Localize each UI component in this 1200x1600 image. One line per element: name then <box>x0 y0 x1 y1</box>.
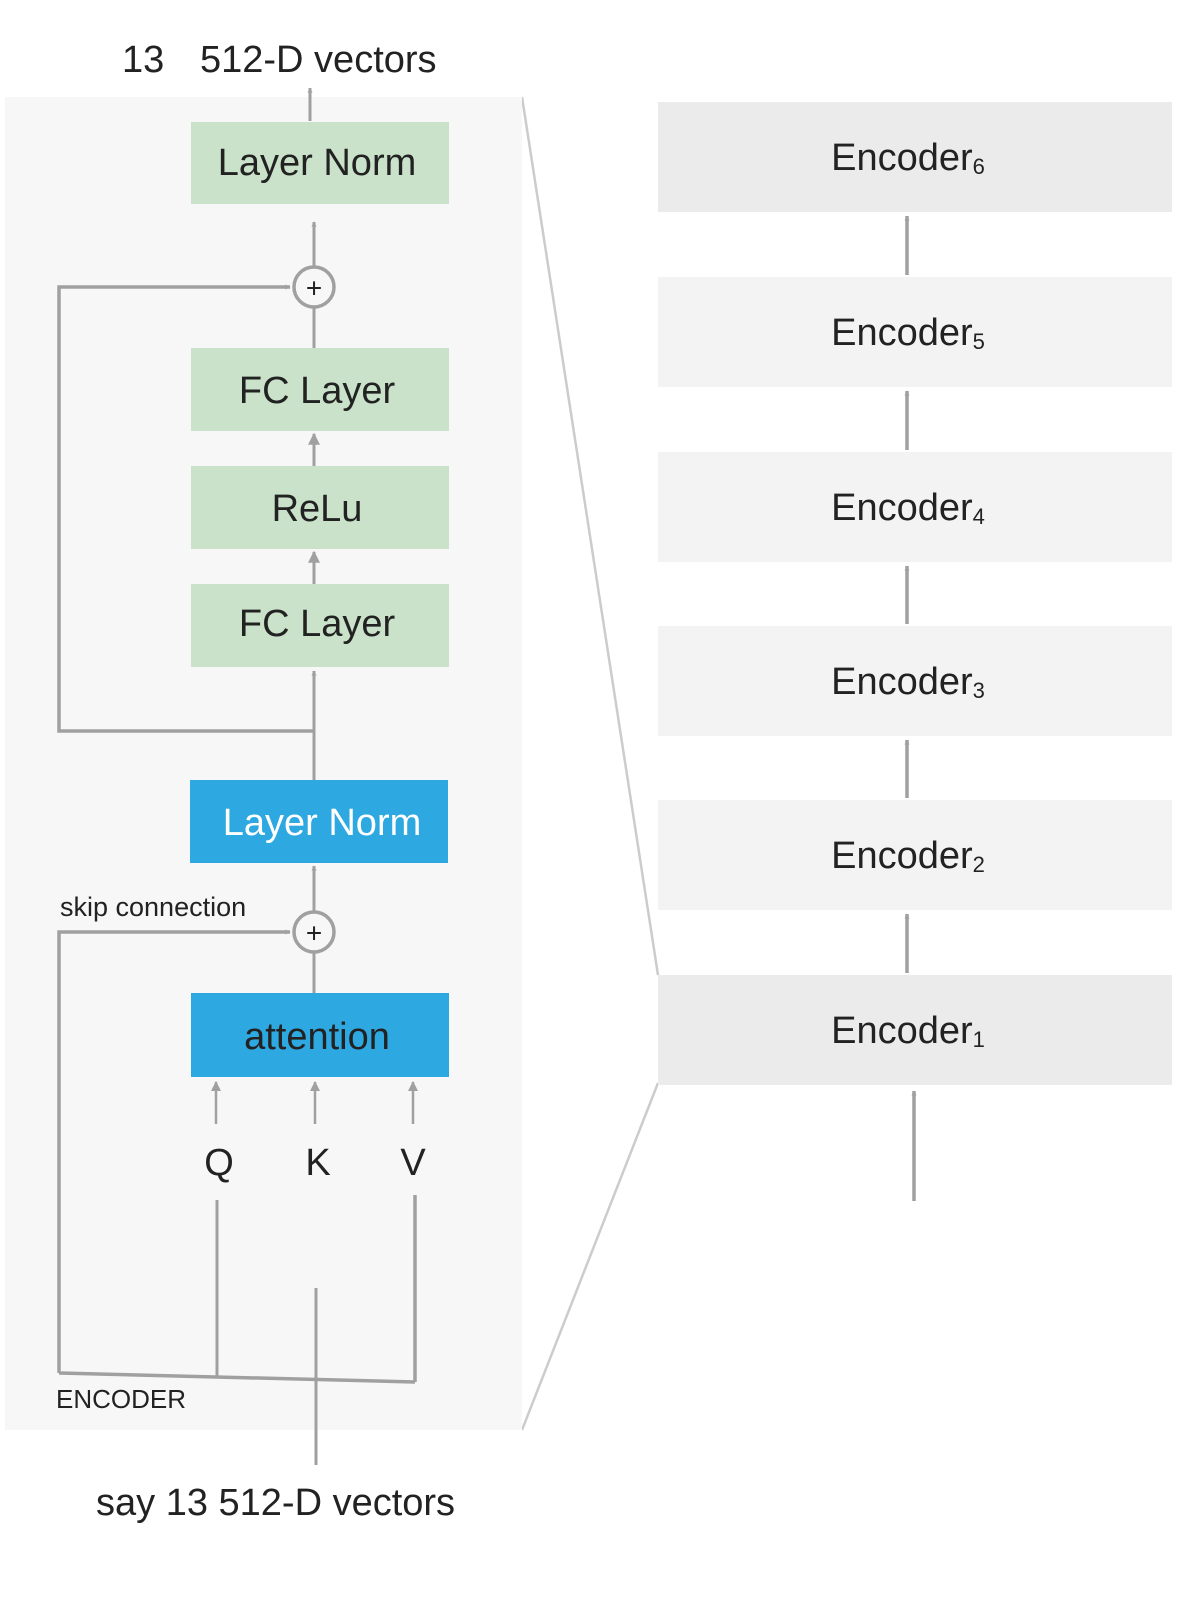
output-count-label: 13 <box>122 39 164 81</box>
add-symbol-bottom: + <box>306 918 322 949</box>
output-vectors-label: 512-D vectors <box>200 39 437 81</box>
encoder-stack: Encoder6Encoder5Encoder4Encoder3Encoder2… <box>658 102 1172 1201</box>
fc-layer-bottom-label: FC Layer <box>239 603 396 645</box>
encoder-block-label: Encoder6 <box>831 137 985 179</box>
input-v-label: V <box>400 1142 426 1184</box>
encoder-block-bg <box>658 800 1172 910</box>
attention-label: attention <box>244 1016 390 1058</box>
encoder-detail-panel-ext <box>463 97 522 1430</box>
encoder-5-block: Encoder5 <box>658 277 1172 387</box>
encoder-block-bg <box>658 626 1172 736</box>
encoder-block-label: Encoder4 <box>831 487 985 529</box>
input-q-label: Q <box>204 1142 234 1184</box>
zoom-line-top <box>520 96 660 976</box>
encoder-1-block: Encoder1 <box>658 975 1172 1085</box>
encoder-block-label: Encoder2 <box>831 835 985 877</box>
encoder-2-block: Encoder2 <box>658 800 1172 910</box>
zoom-line-bottom <box>520 1082 660 1431</box>
encoder-block-bg <box>658 975 1172 1085</box>
encoder-block-bg <box>658 277 1172 387</box>
encoder-4-block: Encoder4 <box>658 452 1172 562</box>
encoder-block-bg <box>658 452 1172 562</box>
layer-norm-bottom-block <box>190 780 448 863</box>
encoder-block-label: Encoder3 <box>831 661 985 703</box>
skip-connection-bottom <box>57 929 291 1373</box>
fc-layer-bottom-block <box>191 584 449 667</box>
skip-connection-label: skip connection <box>60 892 246 922</box>
fc-layer-top-block <box>191 348 449 431</box>
attention-block <box>191 993 449 1077</box>
layer-norm-top-label: Layer Norm <box>218 142 417 184</box>
input-k-label: K <box>305 1142 330 1184</box>
skip-connection-top <box>57 284 314 733</box>
input-vectors-label: say 13 512-D vectors <box>96 1482 455 1524</box>
encoder-3-block: Encoder3 <box>658 626 1172 736</box>
relu-label: ReLu <box>272 488 363 530</box>
fc-layer-top-label: FC Layer <box>239 370 396 412</box>
input-bus-line <box>58 1371 416 1384</box>
encoder-panel-label: ENCODER <box>56 1384 186 1414</box>
encoder-detail-panel <box>5 97 463 1430</box>
layer-norm-top-block <box>191 122 449 204</box>
encoder-block-bg <box>658 102 1172 212</box>
encoder-6-block: Encoder6 <box>658 102 1172 212</box>
encoder-block-label: Encoder5 <box>831 312 985 354</box>
encoder-block-label: Encoder1 <box>831 1010 985 1052</box>
layer-norm-bottom-label: Layer Norm <box>223 802 422 844</box>
relu-block <box>191 466 449 549</box>
add-symbol-top: + <box>306 273 322 304</box>
